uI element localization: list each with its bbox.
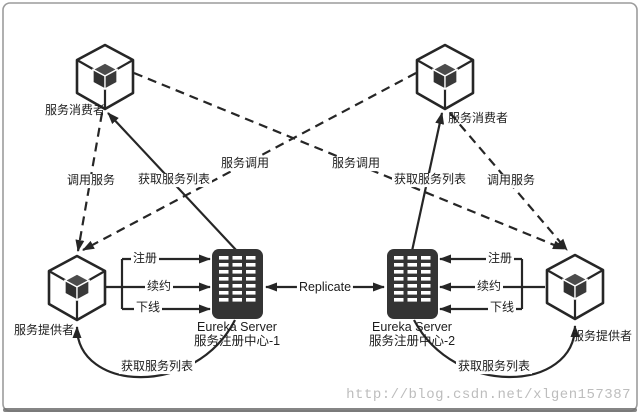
edge-label-register-left: 注册	[130, 251, 160, 266]
diagram-border-bottom-shadow	[3, 408, 637, 412]
edge-label-replicate: Replicate	[296, 279, 354, 295]
edge-label-fetch-list-bottom-left: 获取服务列表	[118, 359, 196, 374]
consumer-left-label: 服务消费者	[44, 103, 106, 118]
edge-label-call-service-left: 调用服务	[64, 173, 118, 188]
edge-label-register-right: 注册	[485, 251, 515, 266]
edge-label-service-call-left: 服务调用	[218, 156, 272, 171]
cube-icon	[415, 43, 475, 111]
edge-label-call-service-right: 调用服务	[484, 173, 538, 188]
arrow-call-service-left	[75, 112, 104, 252]
edge-label-offline-left: 下线	[133, 300, 163, 315]
registry-left-subtitle: 服务注册中心-1	[193, 333, 281, 348]
provider-right-label: 服务提供者	[571, 329, 633, 344]
server-icon	[387, 249, 438, 319]
cube-icon	[47, 254, 107, 322]
cube-icon	[545, 253, 605, 321]
server-icon	[212, 249, 263, 319]
provider-left-label: 服务提供者	[13, 323, 75, 338]
consumer-right-label: 服务消费者	[447, 111, 509, 126]
edge-label-fetch-list-bottom-right: 获取服务列表	[455, 359, 533, 374]
registry-right-title: Eureka Server	[372, 319, 452, 334]
edge-label-service-call-right: 服务调用	[329, 156, 383, 171]
edge-label-renew-left: 续约	[144, 279, 174, 294]
registry-left-title: Eureka Server	[197, 319, 277, 334]
arc-fetch-list-bottom-right	[413, 319, 580, 378]
watermark-text: http://blog.csdn.net/xlgen157387	[346, 387, 631, 403]
edge-label-fetch-list-top-right: 获取服务列表	[391, 172, 469, 187]
arc-fetch-list-bottom-left	[72, 319, 236, 379]
registry-right-subtitle: 服务注册中心-2	[368, 333, 456, 348]
edge-label-renew-right: 续约	[474, 279, 504, 294]
edge-label-offline-right: 下线	[487, 300, 517, 315]
cube-icon	[75, 43, 135, 111]
edge-label-fetch-list-top-left: 获取服务列表	[135, 172, 213, 187]
